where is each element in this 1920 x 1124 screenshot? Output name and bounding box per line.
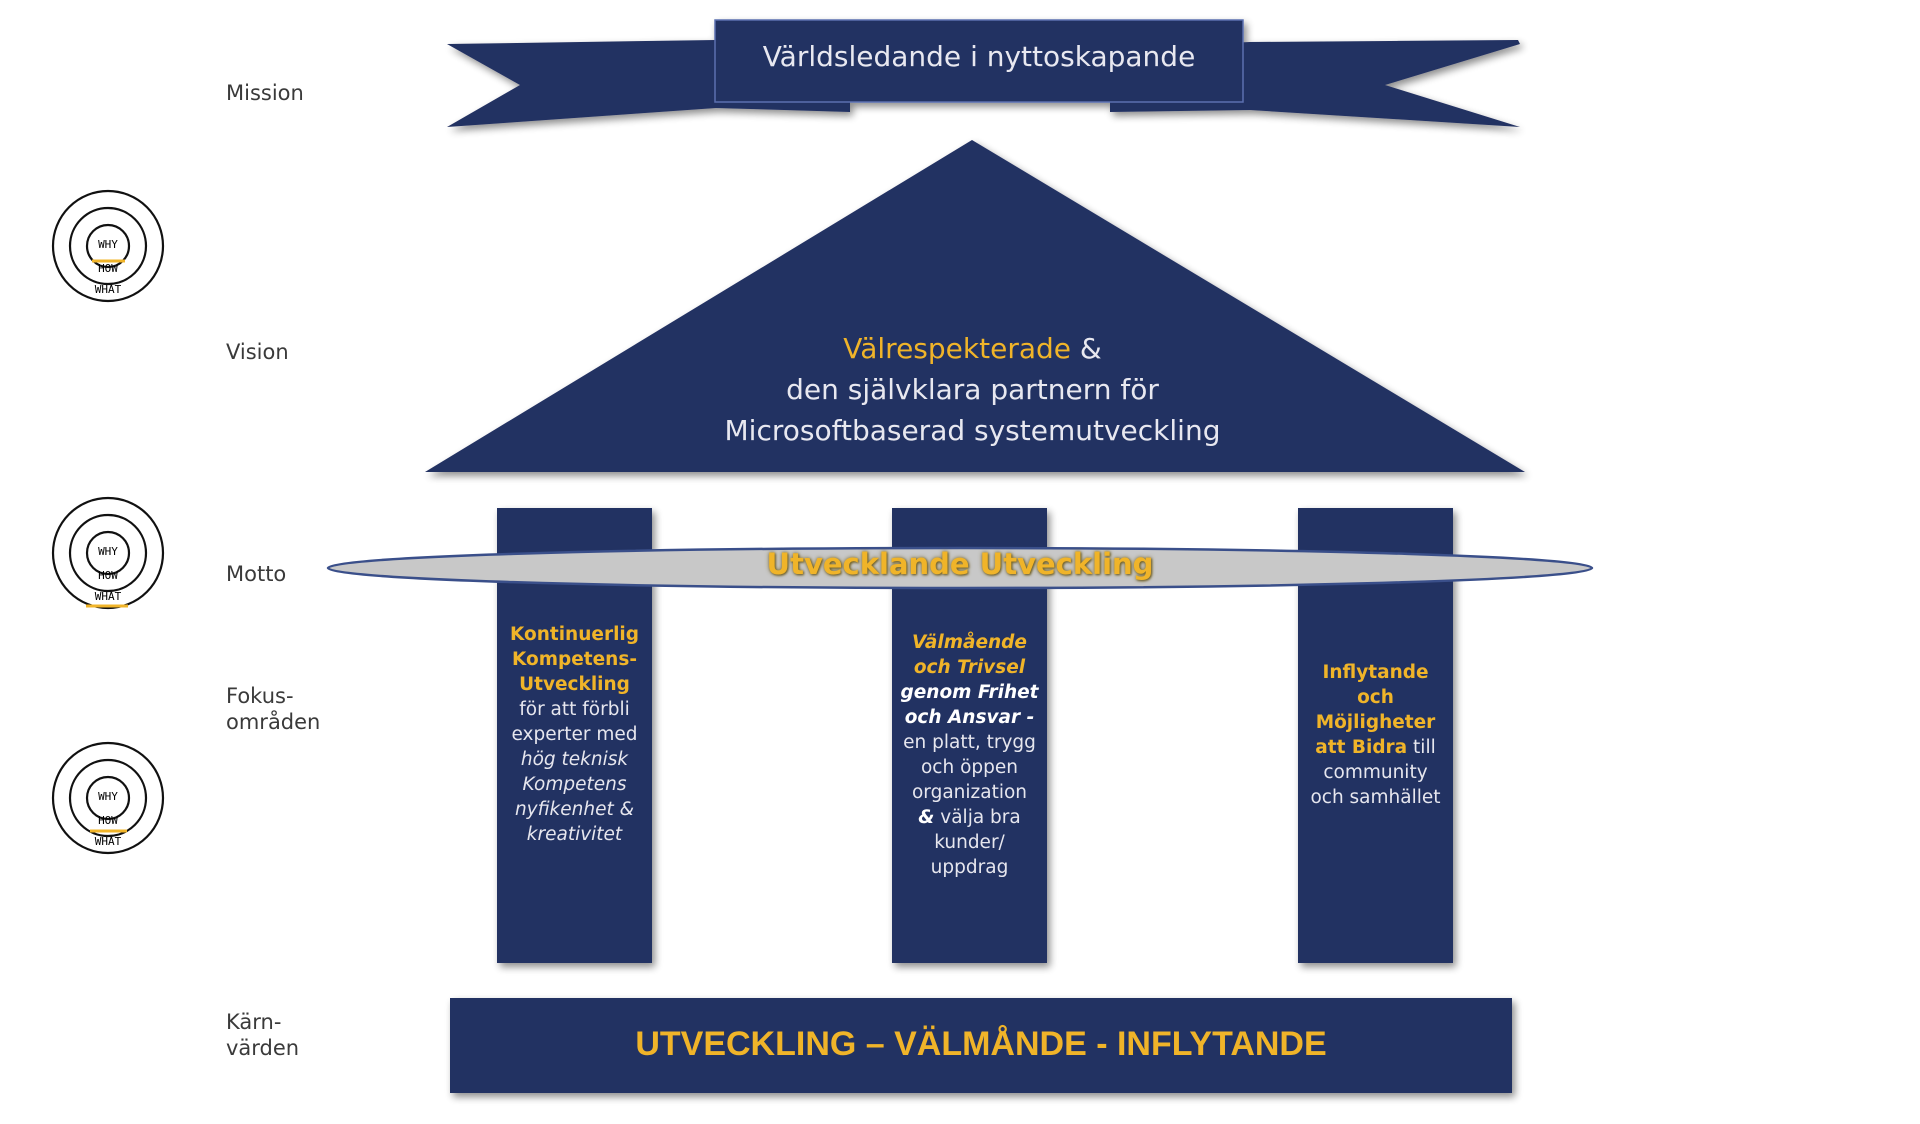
p1-line-9: kreativitet bbox=[526, 824, 623, 845]
why-text: WHY bbox=[98, 238, 118, 251]
why-text: WHY bbox=[98, 790, 118, 803]
vision-line-2: den självklara partnern för bbox=[786, 373, 1159, 406]
p3-line-4-text: till bbox=[1407, 737, 1436, 758]
vision-roof bbox=[425, 140, 1525, 472]
p2-line-2: och Trivsel bbox=[913, 657, 1026, 678]
p3-line-5: community bbox=[1323, 762, 1428, 783]
p2-line-6: och öppen bbox=[920, 757, 1018, 778]
p3-line-6: och samhället bbox=[1310, 787, 1441, 808]
p2-line-8-text: välja bra bbox=[934, 807, 1021, 828]
how-text: HOW bbox=[98, 262, 118, 275]
p2-line-1: Välmående bbox=[912, 632, 1027, 653]
p3-line-3: Möjligheter bbox=[1315, 712, 1436, 733]
p2-line-9: kunder/ bbox=[934, 832, 1005, 853]
golden-circle-how-icon: WHY HOW WHAT bbox=[50, 740, 166, 856]
pillar-2-text: Välmående och Trivsel genom Frihet och A… bbox=[892, 630, 1047, 880]
core-values-base bbox=[450, 998, 1512, 1093]
ribbon-banner bbox=[714, 19, 1244, 103]
label-mission: Mission bbox=[226, 81, 304, 105]
what-text: WHAT bbox=[94, 283, 122, 296]
p3-line-4: att Bidra till bbox=[1298, 735, 1453, 760]
vision-line-3: Microsoftbaserad systemutveckling bbox=[724, 414, 1221, 447]
golden-circle-why-icon: WHY HOW WHAT bbox=[50, 188, 166, 304]
p1-line-4: för att förbli bbox=[519, 699, 630, 720]
vision-amp: & bbox=[1070, 332, 1102, 365]
p2-line-7: organization bbox=[911, 782, 1028, 803]
label-vision: Vision bbox=[226, 340, 289, 364]
how-text: HOW bbox=[98, 814, 118, 827]
why-text: WHY bbox=[98, 545, 118, 558]
p1-line-7: Kompetens bbox=[522, 774, 627, 795]
p2-line-3: genom Frihet bbox=[900, 682, 1039, 703]
p2-line-4: och Ansvar - bbox=[904, 707, 1035, 728]
p1-line-1: Kontinuerlig bbox=[509, 624, 639, 645]
p1-line-3: Utveckling bbox=[519, 674, 630, 695]
p2-line-5: en platt, trygg bbox=[903, 732, 1036, 753]
core-values-text: UTVECKLING – VÄLMÅNDE - INFLYTANDE bbox=[635, 1025, 1327, 1063]
vision-highlight: Välrespekterade bbox=[843, 332, 1071, 365]
pillar-3-text: Inflytande och Möjligheter att Bidra til… bbox=[1298, 660, 1453, 810]
p2-line-8: & välja bra bbox=[892, 805, 1047, 830]
p2-amp: & bbox=[918, 807, 935, 828]
motto-ellipse bbox=[326, 546, 1594, 590]
p1-line-2: Kompetens- bbox=[511, 649, 638, 670]
golden-circle-what-icon: WHY HOW WHAT bbox=[50, 495, 166, 611]
pillar-1-text: Kontinuerlig Kompetens- Utveckling för a… bbox=[497, 622, 652, 847]
p1-line-5: experter med bbox=[511, 724, 638, 745]
p3-line-4-gold: att Bidra bbox=[1315, 737, 1408, 758]
p3-line-2: och bbox=[1357, 687, 1394, 708]
p1-line-6: hög teknisk bbox=[520, 749, 629, 770]
p3-line-1: Inflytande bbox=[1322, 662, 1429, 683]
what-text: WHAT bbox=[94, 835, 122, 848]
p2-line-10: uppdrag bbox=[930, 857, 1009, 878]
motto-text: Utvecklande Utveckling bbox=[766, 547, 1154, 581]
label-karnvarden: Kärn- värden bbox=[226, 1010, 300, 1060]
mission-text: Världsledande i nyttoskapande bbox=[762, 40, 1196, 73]
what-text: WHAT bbox=[94, 590, 122, 603]
mission-ribbon bbox=[447, 19, 1520, 127]
p1-line-8: nyfikenhet & bbox=[514, 799, 635, 820]
label-fokusomraden: Fokus- områden bbox=[226, 684, 321, 734]
vision-text: Välrespekterade & den självklara partner… bbox=[660, 328, 1285, 451]
label-motto: Motto bbox=[226, 562, 287, 586]
how-text: HOW bbox=[98, 569, 118, 582]
